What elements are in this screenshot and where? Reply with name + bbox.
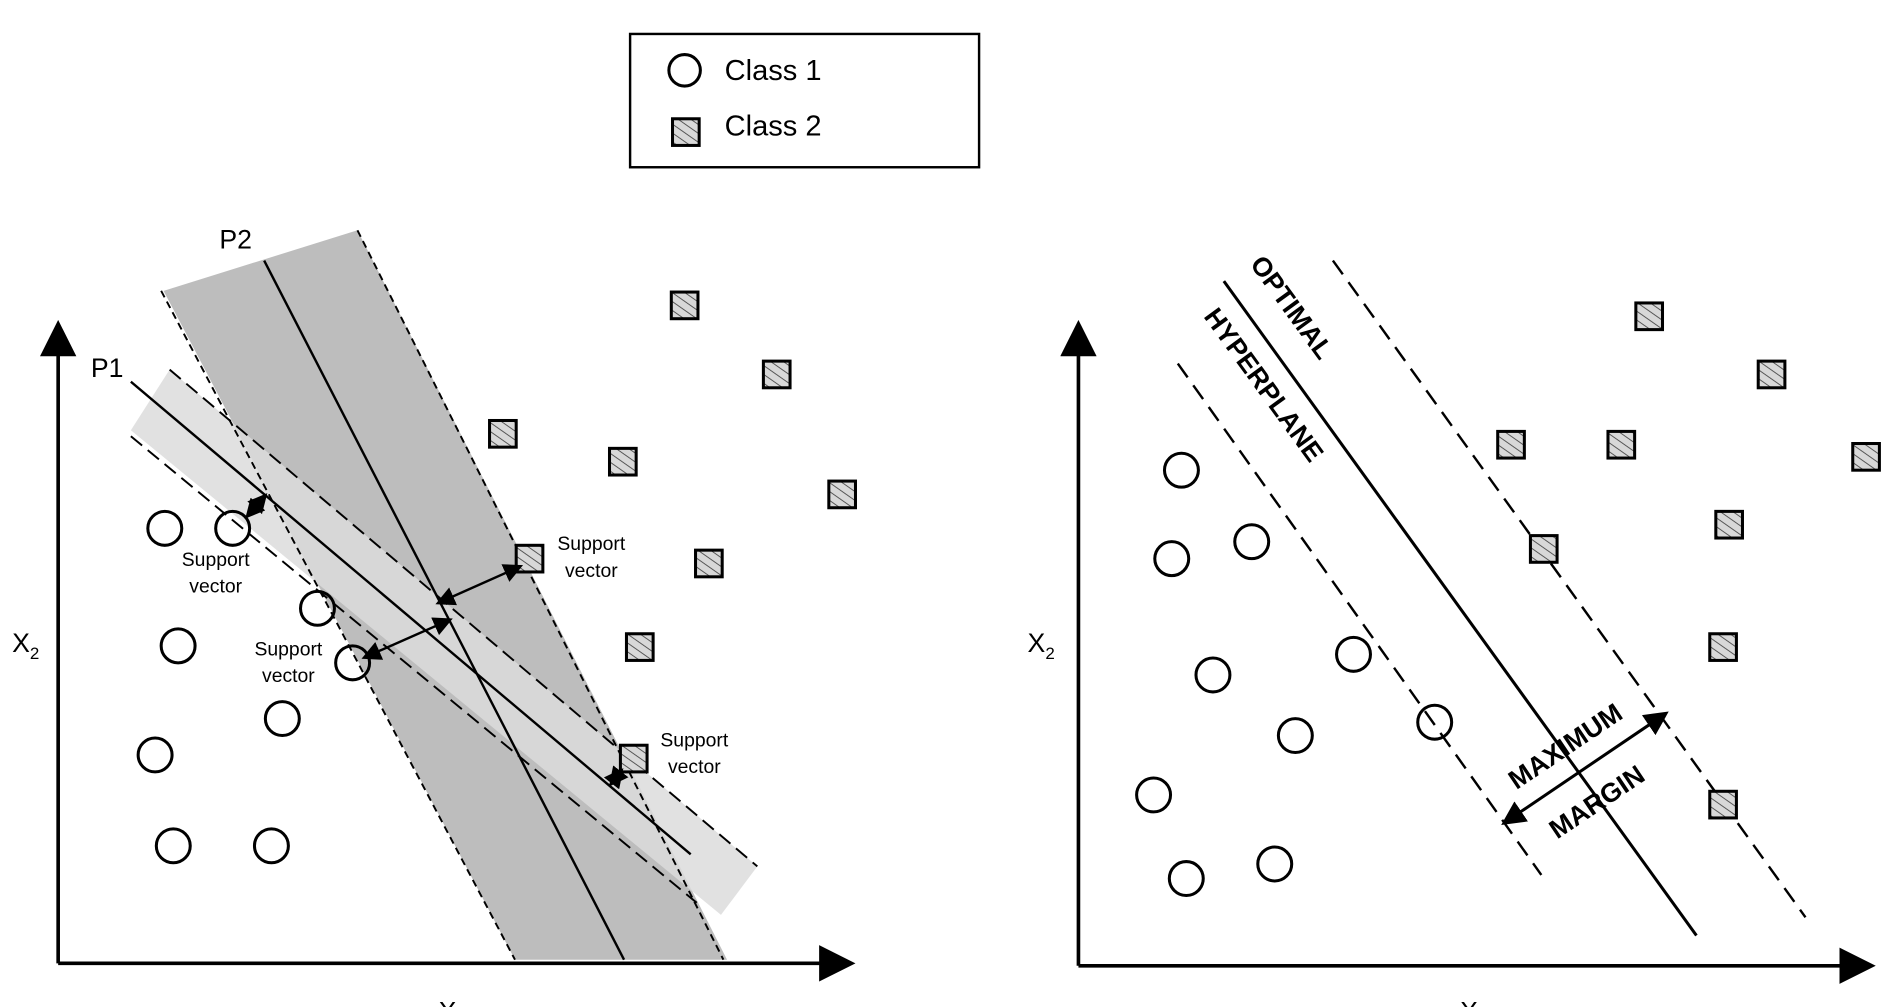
class1-point <box>1233 523 1271 561</box>
class2-point <box>514 543 545 574</box>
margin-arrow <box>603 765 629 790</box>
class1-point <box>154 827 192 865</box>
class1-point <box>159 627 197 665</box>
p2-margin-left <box>160 290 516 961</box>
margin-label: MARGIN <box>1544 759 1650 844</box>
class2-point <box>669 290 700 321</box>
class1-circle-icon <box>667 53 702 88</box>
class2-point <box>694 548 724 579</box>
class1-point <box>1335 635 1372 673</box>
legend-class2-label: Class 2 <box>725 111 822 143</box>
maximum-margin-arrow <box>1501 711 1669 825</box>
left-y-axis-label: X2 <box>12 628 39 663</box>
optimal-hyperplane <box>1222 280 1698 937</box>
class2-point <box>1528 534 1559 564</box>
class2-point <box>1606 429 1637 460</box>
class2-point <box>1708 789 1738 820</box>
class2-point <box>488 418 518 449</box>
class1-point <box>298 589 336 627</box>
p2-hyperplane <box>263 259 626 961</box>
class2-point <box>1851 442 1881 472</box>
class2-square-icon <box>670 117 701 147</box>
class1-point <box>1153 540 1191 578</box>
margin-arrow <box>361 617 453 660</box>
right-plot: OPTIMAL HYPERPLANE MAXIMUM MARGIN X2 X <box>1028 250 1881 1007</box>
class1-point <box>1276 717 1314 755</box>
class1-point <box>252 827 290 865</box>
class2-point <box>1756 359 1787 390</box>
left-plot: P1 P2 Support vector Support vector Supp… <box>12 224 857 1007</box>
support-vector-label: Support <box>182 549 250 571</box>
left-x-axis-label: X <box>439 996 457 1007</box>
class2-point <box>607 446 638 477</box>
class1-point <box>1256 845 1294 883</box>
margin-arrow <box>245 493 268 519</box>
p2-margin-right <box>356 229 725 961</box>
class1-point <box>146 509 184 547</box>
class1-point <box>334 644 372 682</box>
class1-point <box>1194 656 1232 694</box>
class1-point <box>1416 703 1454 741</box>
class2-point <box>624 632 655 662</box>
class1-point <box>214 509 252 547</box>
class1-point <box>136 736 174 774</box>
right-y-axis-label: X2 <box>1028 628 1055 663</box>
margin-arrow <box>435 564 524 606</box>
class1-point <box>1162 451 1200 489</box>
margin-boundary-left <box>1176 362 1543 876</box>
class2-point <box>618 743 649 774</box>
class1-point <box>1167 860 1205 898</box>
p2-label: P2 <box>219 224 252 254</box>
class1-point <box>1135 776 1173 814</box>
class2-point <box>1714 509 1744 540</box>
class2-point <box>827 479 857 510</box>
legend-class1-label: Class 1 <box>725 55 822 87</box>
class2-point <box>761 359 792 390</box>
support-vector-label: Support <box>254 639 322 661</box>
support-vector-label: Support <box>660 729 728 751</box>
legend: Class 1 Class 2 <box>628 32 981 169</box>
class1-point <box>263 700 301 738</box>
support-vector-label: vector <box>189 576 242 598</box>
support-vector-label: vector <box>565 560 618 582</box>
support-vector-label: vector <box>262 665 315 687</box>
class2-point <box>1634 301 1665 332</box>
support-vector-label: vector <box>668 756 721 778</box>
p1-label: P1 <box>91 353 124 383</box>
right-x-axis-label: X <box>1460 996 1478 1007</box>
p1-margin-upper <box>169 368 758 868</box>
class2-point <box>1708 632 1738 662</box>
class2-point <box>1496 429 1526 460</box>
optimal-label: OPTIMAL <box>1244 250 1339 365</box>
support-vector-label: Support <box>557 533 625 555</box>
